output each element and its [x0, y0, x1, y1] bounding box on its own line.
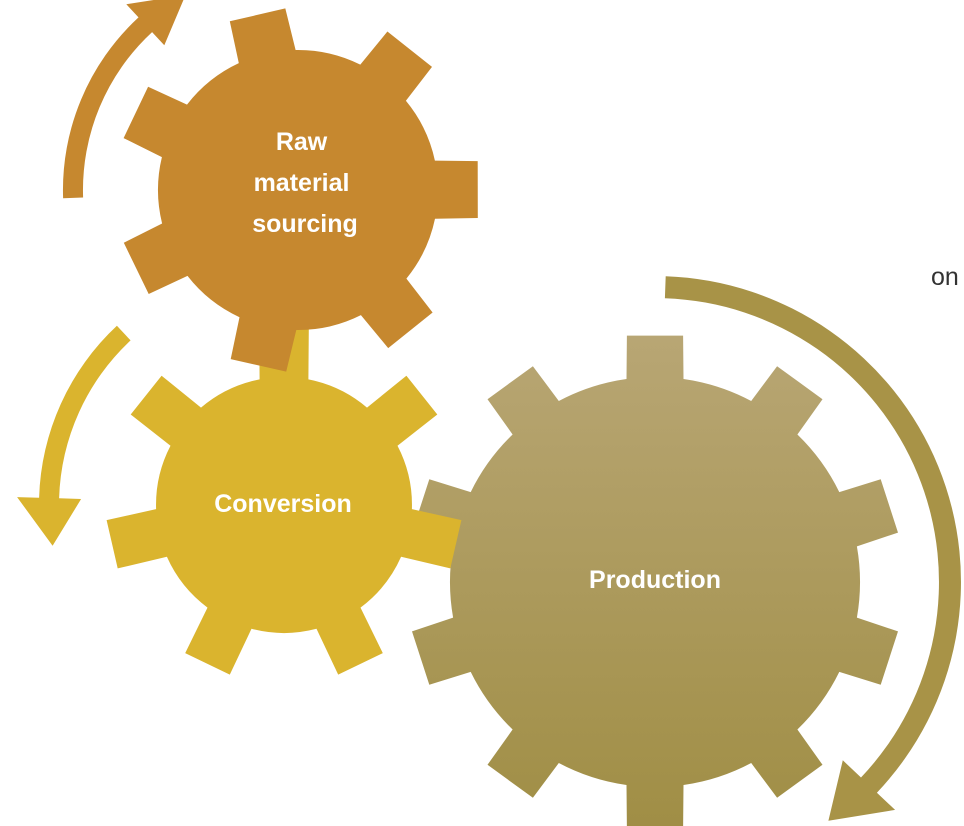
raw-label-line-3: sourcing: [252, 210, 358, 238]
cycle-arrows: [17, 0, 961, 821]
conversion-cycle-arrow: [17, 325, 131, 546]
production-label: Production: [589, 566, 721, 594]
raw-material-sourcing-label: Raw material sourcing: [252, 128, 358, 238]
conversion-gear: [106, 328, 462, 675]
raw-material-sourcing-gear: [123, 8, 478, 372]
side-text-fragment: on: [931, 263, 959, 291]
conversion-label: Conversion: [214, 490, 352, 518]
production-gear: [412, 335, 898, 826]
raw-material-sourcing-cycle-arrow: [62, 0, 184, 199]
raw-label-line-1: Raw: [276, 128, 328, 156]
production-cycle-arrow: [664, 276, 961, 821]
raw-label-line-2: material: [254, 169, 350, 197]
